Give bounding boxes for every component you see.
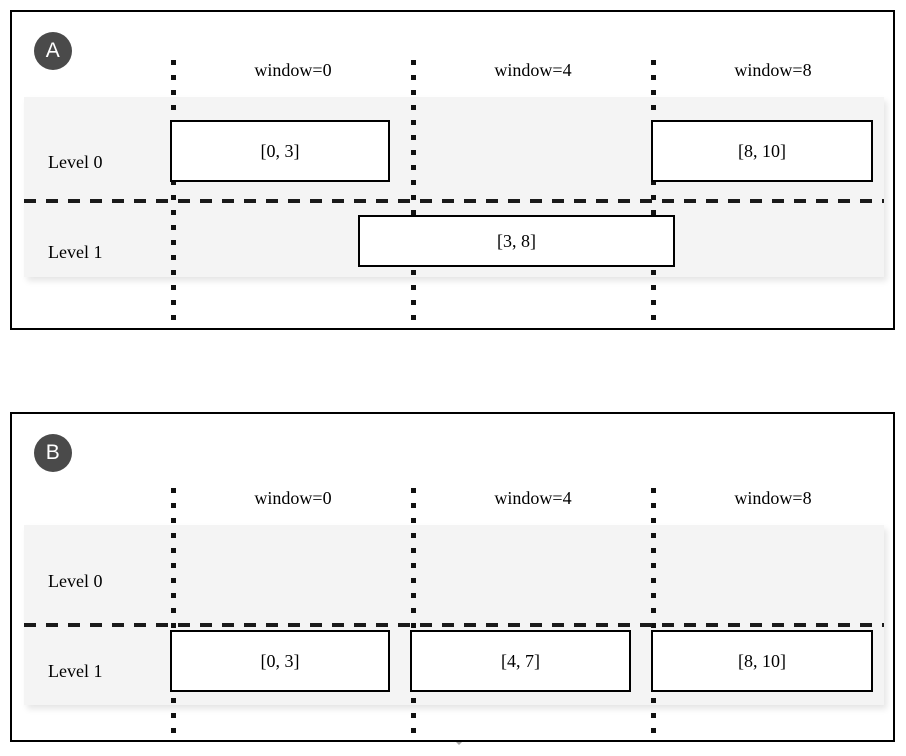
panel-a-level-divider (24, 199, 884, 203)
panel-a-sst-box-8-10[interactable]: [8, 10] (651, 120, 873, 182)
panel-b-column-label-1: window=4 (494, 488, 572, 508)
panel-a-sst-box-0-3[interactable]: [0, 3] (170, 120, 390, 182)
panel-a-window-separator-2 (651, 60, 656, 328)
panel-b-column-label-2: window=8 (734, 488, 812, 508)
panel-b-window-separator-2 (651, 488, 656, 740)
panel-b-level-label-0: Level 0 (48, 571, 103, 591)
panel-a-sst-box-3-8[interactable]: [3, 8] (358, 215, 675, 267)
panel-b-sst-box-0-3[interactable]: [0, 3] (170, 630, 390, 692)
transition-group: Strict window compaction, window = 4 (0, 340, 906, 745)
panel-a-level-label-1: Level 1 (48, 242, 103, 262)
panel-a-column-label-1: window=4 (494, 60, 572, 80)
panel-a-badge: A (34, 32, 72, 70)
panel-a-column-label-2: window=8 (734, 60, 812, 80)
panel-a-window-separator-0 (171, 60, 176, 328)
panel-b-sst-box-8-10[interactable]: [8, 10] (651, 630, 873, 692)
panel-a-level-label-0: Level 0 (48, 152, 103, 172)
panel-b: B window=0 window=4 window=8 Level 0 Lev… (10, 412, 895, 742)
panel-a-window-separator-1 (411, 60, 416, 328)
panel-b-window-separator-1 (411, 488, 416, 740)
panel-b-sst-box-4-7[interactable]: [4, 7] (410, 630, 631, 692)
panel-b-level-divider (24, 623, 884, 627)
panel-b-level-label-1: Level 1 (48, 661, 103, 681)
panel-a: A window=0 window=4 window=8 Level 0 Lev… (10, 10, 895, 330)
panel-b-window-separator-0 (171, 488, 176, 740)
panel-b-badge: B (34, 434, 72, 472)
panel-a-column-label-0: window=0 (254, 60, 332, 80)
panel-b-column-label-0: window=0 (254, 488, 332, 508)
